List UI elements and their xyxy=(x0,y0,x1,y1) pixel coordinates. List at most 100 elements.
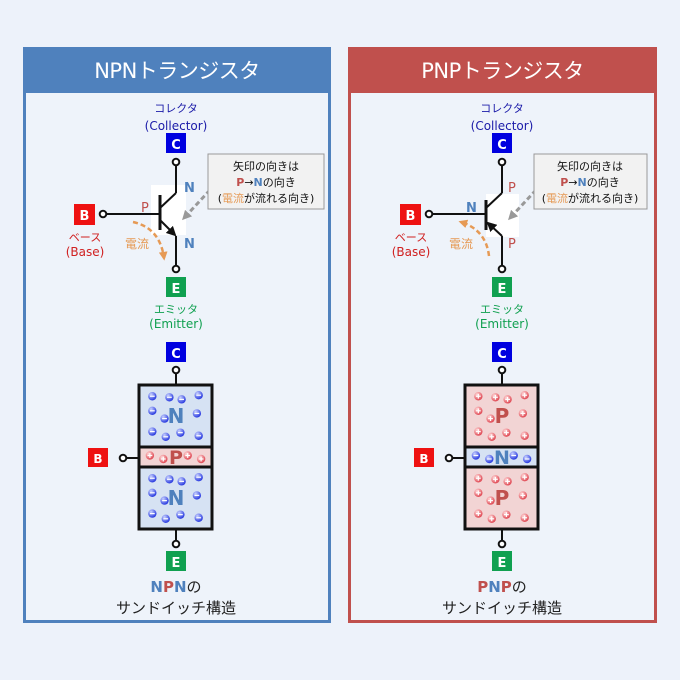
pnp-layer-letter: P xyxy=(495,486,510,510)
electron-icon xyxy=(177,477,186,486)
npn-base-terminal[interactable] xyxy=(98,209,108,219)
pnp-base-side-letter: N xyxy=(466,201,477,216)
pnp-collector-terminal[interactable] xyxy=(497,157,507,167)
pnp-callout-line3: (電流が流れる向き) xyxy=(542,191,639,205)
hole-icon xyxy=(491,393,500,402)
pnp-sandwich-collector-label: C xyxy=(497,347,507,362)
hole-icon xyxy=(520,473,529,482)
pnp-base-box xyxy=(400,204,421,225)
electron-icon xyxy=(194,473,203,482)
pnp-callout-current: 電流 xyxy=(546,191,568,205)
pnp-sandwich-emitter-box xyxy=(492,551,512,571)
pnp-layer-1-p: P xyxy=(463,383,540,449)
hole-icon xyxy=(487,514,496,523)
npn-callout-current: 電流 xyxy=(222,191,244,205)
pnp-callout-p: P xyxy=(560,176,568,189)
pnp-collector-box-label: C xyxy=(497,138,507,153)
electron-icon xyxy=(194,391,203,400)
electron-icon xyxy=(148,509,157,518)
electron-icon xyxy=(194,431,203,440)
npn-callout-p: P xyxy=(236,176,244,189)
pnp-layer-stack: PNP xyxy=(463,383,540,531)
pnp-caption-line1: PNPの xyxy=(477,578,527,596)
hole-icon xyxy=(487,432,496,441)
npn-sandwich-collector-box xyxy=(166,342,186,362)
npn-layer-letter: N xyxy=(168,404,185,428)
npn-current-arrow xyxy=(132,220,168,261)
npn-callout-line3: (電流が流れる向き) xyxy=(218,191,315,205)
hole-icon xyxy=(196,454,206,464)
electron-icon xyxy=(160,496,169,505)
pnp-callout-line2: P→Nの向き xyxy=(560,175,620,189)
electron-icon xyxy=(161,432,170,441)
npn-base-sublabel: (Base) xyxy=(66,245,105,259)
npn-base-box-label: B xyxy=(80,209,90,224)
pnp-collector-box xyxy=(492,133,512,153)
hole-icon xyxy=(518,409,528,418)
npn-sandwich-base-terminal[interactable] xyxy=(118,453,128,463)
pnp-callout-dir: の向き xyxy=(587,175,620,189)
pnp-base-sublabel: (Base) xyxy=(392,245,431,259)
pnp-emitter-box-label: E xyxy=(498,282,507,297)
npn-caption-line2: サンドイッチ構造 xyxy=(116,599,236,617)
hole-icon xyxy=(474,509,483,518)
electron-icon xyxy=(176,510,185,519)
hole-icon xyxy=(502,510,511,519)
pnp-current-label: 電流 xyxy=(449,237,473,251)
npn-collector-box-label: C xyxy=(171,138,181,153)
npn-sandwich-emitter-terminal[interactable] xyxy=(171,539,181,549)
pnp-emitter-terminal[interactable] xyxy=(497,264,507,274)
npn-collector-side-letter: N xyxy=(184,181,195,196)
pnp-emitter-sublabel: (Emitter) xyxy=(475,317,529,331)
pnp-layer-letter: N xyxy=(494,447,510,469)
electron-icon xyxy=(194,513,203,522)
hole-icon xyxy=(503,477,512,486)
hole-icon xyxy=(518,491,528,500)
npn-caption-line1: NPNの xyxy=(150,578,201,596)
npn-sandwich-emitter-box xyxy=(166,551,186,571)
electron-icon xyxy=(161,514,170,523)
pnp-caption-line2: サンドイッチ構造 xyxy=(442,599,562,617)
npn-callout-pointer xyxy=(182,188,212,221)
pnp-base-terminal[interactable] xyxy=(424,209,434,219)
npn-collector-terminal[interactable] xyxy=(171,157,181,167)
hole-icon xyxy=(520,513,529,522)
hole-icon xyxy=(491,475,500,484)
pnp-base-label: ベース xyxy=(395,231,427,244)
pnp-sandwich-base-terminal[interactable] xyxy=(444,453,454,463)
npn-current-label: 電流 xyxy=(125,237,149,251)
npn-layer-stack: NPN xyxy=(137,383,214,531)
npn-emitter-arrow xyxy=(159,219,177,237)
hole-icon xyxy=(474,488,483,497)
hole-icon xyxy=(486,414,495,423)
pnp-layer-2-n: N xyxy=(463,445,540,469)
electron-icon xyxy=(165,475,174,484)
hole-icon xyxy=(474,474,483,483)
npn-sandwich-collector-terminal[interactable] xyxy=(171,365,181,375)
pnp-emitter-box xyxy=(492,277,512,297)
electron-icon xyxy=(192,409,202,418)
hole-icon xyxy=(183,451,192,460)
npn-layer-letter: N xyxy=(168,486,185,510)
hole-icon xyxy=(474,406,483,415)
npn-base-side-letter: P xyxy=(141,201,149,216)
pnp-sandwich-collector-terminal[interactable] xyxy=(497,365,507,375)
pnp-sandwich-emitter-terminal[interactable] xyxy=(497,539,507,549)
hole-icon xyxy=(520,431,529,440)
npn-callout-arrow: → xyxy=(244,176,253,189)
npn-callout-line2: P→Nの向き xyxy=(236,175,296,189)
npn-emitter-terminal[interactable] xyxy=(171,264,181,274)
npn-layer-3-n: N xyxy=(137,465,214,531)
electron-icon xyxy=(148,406,157,415)
pnp-diagram: コレクタ (Collector) C P N P B ベース (Base) 電流… xyxy=(392,102,648,617)
pnp-sandwich-collector-box xyxy=(492,342,512,362)
electron-icon xyxy=(471,451,481,460)
hole-icon xyxy=(474,427,483,436)
npn-base-box xyxy=(74,204,95,225)
pnp-callout-pointer xyxy=(508,188,538,221)
pnp-collector-diagonal xyxy=(485,192,503,209)
electron-icon xyxy=(522,454,532,464)
npn-collector-label: コレクタ xyxy=(154,102,198,115)
npn-collector-sublabel: (Collector) xyxy=(145,119,208,133)
